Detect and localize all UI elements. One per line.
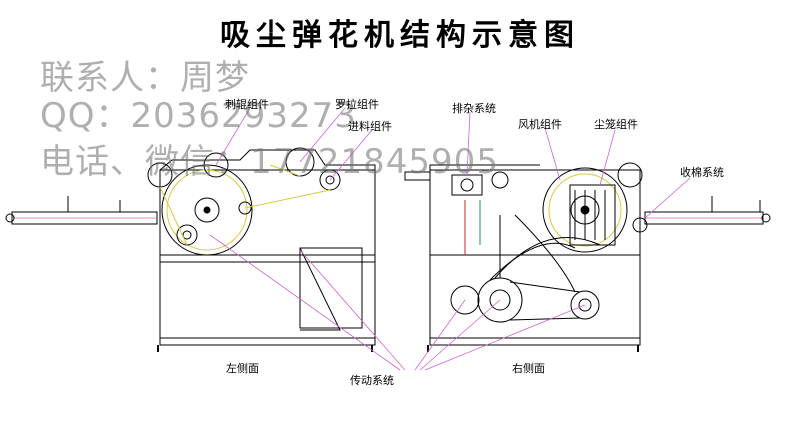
dust-cage	[569, 184, 616, 246]
leader-lines	[209, 107, 691, 371]
label-feng-ji: 风机组件	[518, 118, 562, 131]
diagram-title: 吸尘弹花机结构示意图	[220, 18, 580, 53]
watermark-contact: 联系人：周梦	[40, 58, 250, 98]
right-machine	[404, 162, 771, 352]
label-right-side: 右侧面	[512, 362, 545, 375]
label-left-side: 左侧面	[226, 362, 259, 375]
label-pai-za: 排杂系统	[452, 102, 496, 115]
cylinder-hub-icon	[194, 197, 220, 223]
right-conveyor-roller-icon	[761, 213, 771, 223]
label-jin-liao: 进料组件	[348, 120, 392, 133]
watermark-phone: 电话、微信：17721845905	[40, 142, 499, 182]
label-chen-long: 尘笼组件	[594, 118, 638, 131]
label-luo-la: 罗拉组件	[335, 98, 379, 111]
licker-in-cylinder	[161, 164, 253, 256]
fan-housing	[542, 167, 628, 253]
left-inner-panel	[299, 247, 363, 329]
left-pulley-3-icon	[238, 201, 252, 215]
right-lower-cabinet	[429, 254, 641, 346]
label-ci-gun: 刺辊组件	[225, 98, 269, 111]
trash-pulley-icon	[491, 171, 509, 189]
motor-pulley-2	[450, 285, 480, 315]
right-pulley-2-icon	[632, 217, 648, 233]
watermark-qq: QQ：2036293273	[40, 96, 357, 136]
left-lower-cabinet	[159, 254, 376, 346]
left-conveyor-roller-icon	[5, 213, 15, 223]
left-top-hood	[159, 149, 376, 171]
label-shou-mian: 收棉系统	[680, 166, 724, 179]
right-small-pulley-icon	[617, 162, 643, 188]
left-pulley-2-icon	[176, 224, 198, 246]
top-roller-icon	[203, 152, 229, 178]
left-machine	[5, 147, 376, 352]
label-chuan-dong: 传动系统	[350, 374, 394, 387]
drive-pulley-icon	[570, 290, 600, 320]
